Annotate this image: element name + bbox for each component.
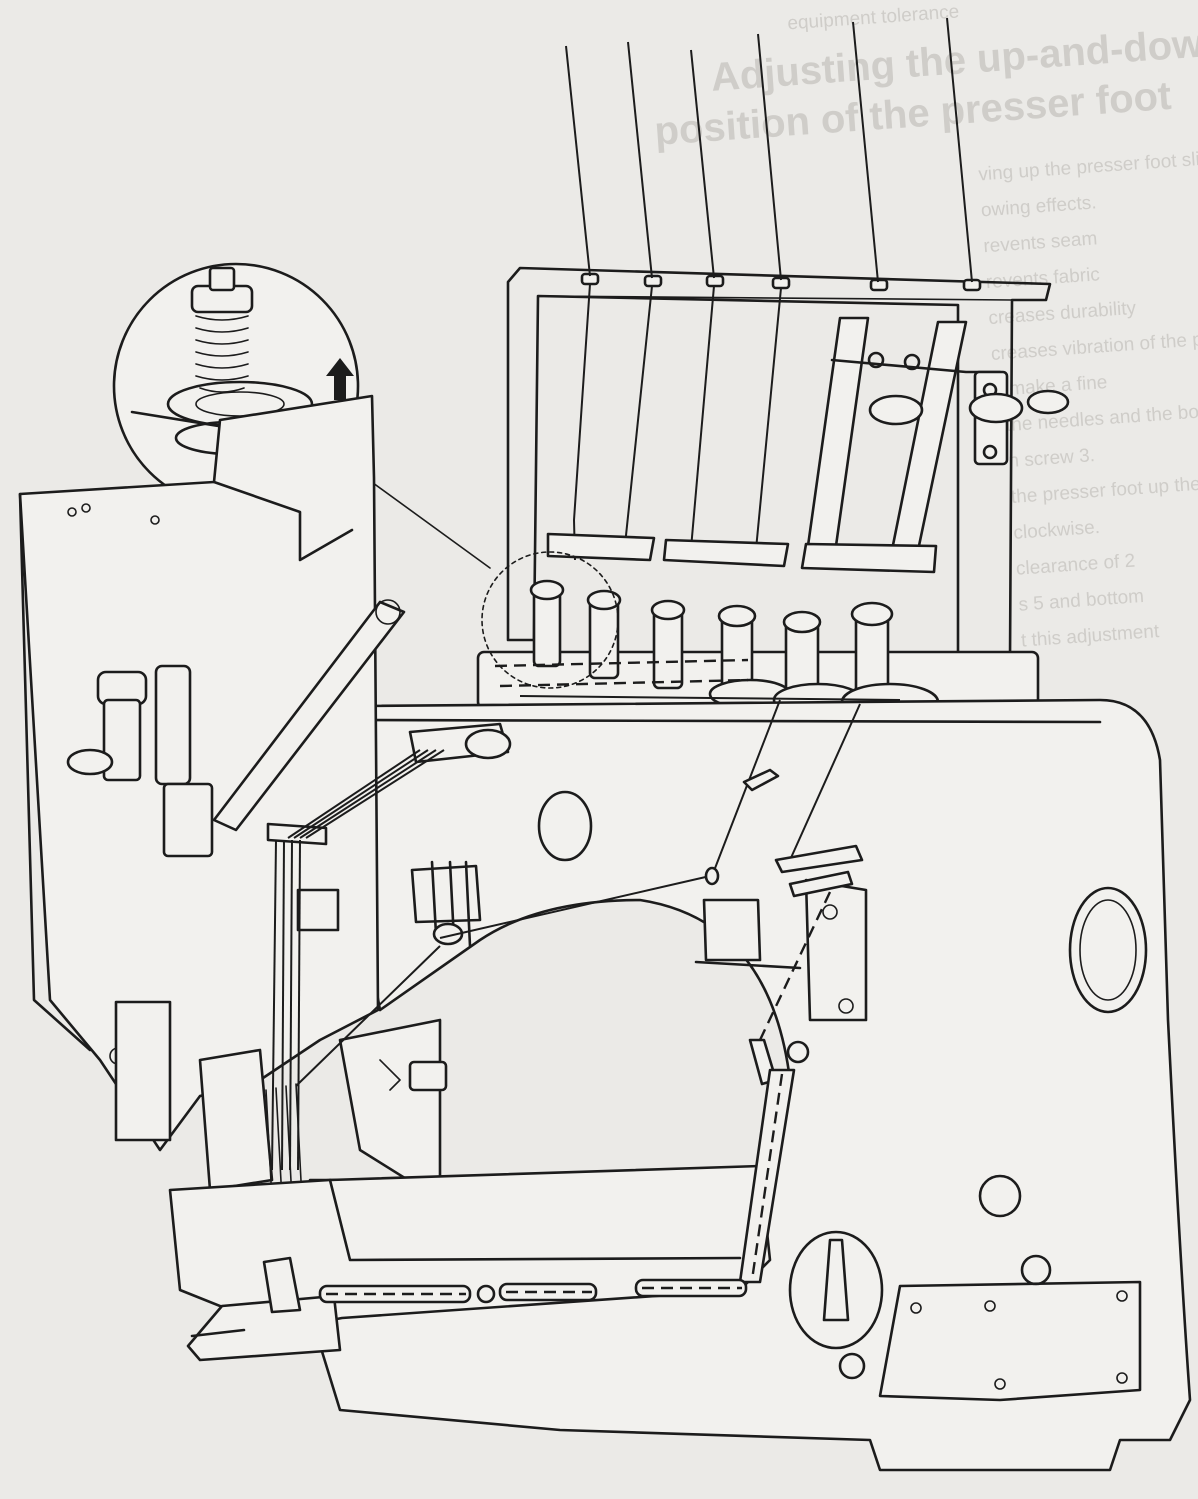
ghost-body-line: the presser foot up the bbox=[1010, 474, 1198, 508]
ghost-body-line: clockwise. bbox=[1013, 517, 1101, 544]
ghost-body-line: owing effects. bbox=[980, 192, 1097, 221]
ghost-body-line: clearance of 2 bbox=[1015, 551, 1136, 580]
ghost-body-line: n screw 3. bbox=[1008, 445, 1096, 472]
thread-paths bbox=[271, 695, 901, 1304]
ghost-body-line: ving up the presser foot slightly has bbox=[978, 144, 1198, 186]
up-arrow-icon bbox=[326, 358, 354, 400]
ghost-body-line: s 5 and bottom bbox=[1018, 586, 1145, 616]
ghost-body-line: revents fabric bbox=[985, 264, 1100, 293]
incoming-threads bbox=[565, 17, 973, 561]
ghost-body-line: creases durability bbox=[988, 298, 1137, 329]
ghost-top-fragment: equipment tolerance bbox=[787, 1, 960, 34]
ghost-body-line: t this adjustment bbox=[1020, 621, 1160, 652]
tension-rods bbox=[804, 316, 1009, 562]
guide-brackets bbox=[546, 532, 938, 574]
thread-eyelets bbox=[580, 272, 982, 292]
bleed-through-text: equipment tolerance Adjusting the up-and… bbox=[653, 1, 1198, 652]
detail-highlight-circle bbox=[481, 551, 619, 689]
ghost-body-line: revents seam bbox=[983, 228, 1098, 257]
tension-discs bbox=[476, 551, 1040, 722]
